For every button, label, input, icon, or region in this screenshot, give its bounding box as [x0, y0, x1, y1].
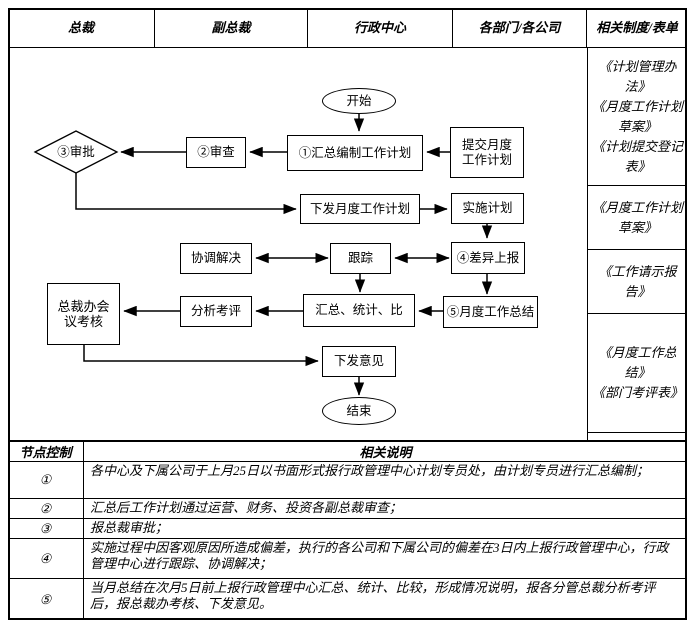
flow-node-issue-plan: 下发月度工作计划 — [300, 194, 420, 224]
flow-node-track: 跟踪 — [330, 243, 391, 274]
note-row-id: ① — [8, 462, 84, 499]
flow-node-compile-plan: ①汇总编制工作计划 — [287, 135, 423, 171]
flow-node-end: 结束 — [322, 397, 396, 425]
decision-diamond-approve — [33, 130, 119, 174]
note-row-text: 报总裁审批； — [84, 519, 687, 539]
lane-header-admin-center: 行政中心 — [308, 8, 453, 48]
note-row-id: ⑤ — [8, 579, 84, 620]
flow-node-implement-plan: 实施计划 — [451, 193, 524, 224]
flow-node-monthly-summary: ⑤月度工作总结 — [443, 296, 538, 328]
arrow-officereview-to-issueopinion — [83, 345, 319, 367]
docs-section-summary: 《月度工作总结》 《部门考评表》 — [588, 314, 687, 433]
note-row-text: 实施过程中因客观原因所造成偏差，执行的各公司和下属公司的偏差在3日内上报行政管理… — [84, 539, 687, 579]
doc-item: 《月度工作计划草案》 — [592, 199, 684, 235]
docs-section-work-request: 《工作请示报告》 — [588, 250, 687, 314]
flow-node-office-review: 总裁办会议考核 — [47, 283, 120, 345]
flow-node-submit-plan: 提交月度工作计划 — [450, 127, 524, 178]
flow-node-issue-opinion: 下发意见 — [322, 346, 396, 377]
note-row-id: ② — [8, 499, 84, 519]
doc-item: 《工作请示报告》 — [598, 263, 677, 299]
doc-item: 《计划提交登记表》 — [592, 138, 684, 174]
note-row-text: 各中心及下属公司于上月25日以书面形式报行政管理中心计划专员处，由计划专员进行汇… — [84, 462, 687, 499]
arrow-approve-to-issueplan — [75, 173, 297, 215]
node-control-table: 节点控制 相关说明 ① 各中心及下属公司于上月25日以书面形式报行政管理中心计划… — [8, 440, 687, 620]
doc-item: 《部门考评表》 — [592, 385, 684, 400]
swimlane-header: 总裁 副总裁 行政中心 各部门/各公司 相关制度/表单 — [8, 8, 687, 48]
notes-header-description: 相关说明 — [84, 442, 687, 462]
doc-item: 《月度工作总结》 — [598, 345, 677, 380]
notes-header-node-control: 节点控制 — [8, 442, 84, 462]
flow-node-analyze-evaluate: 分析考评 — [180, 296, 252, 327]
lane-header-departments: 各部门/各公司 — [453, 8, 587, 48]
flow-node-summarize: 汇总、统计、比 — [303, 294, 415, 327]
related-docs-column: 《计划管理办法》 《月度工作计划草案》 《计划提交登记表》 《月度工作计划草案》… — [587, 48, 687, 440]
note-row-text: 汇总后工作计划通过运营、财务、投资各副总裁审查； — [84, 499, 687, 519]
lane-header-vice-president: 副总裁 — [155, 8, 308, 48]
flow-node-diff-report: ④差异上报 — [451, 242, 525, 274]
docs-section-empty — [588, 433, 687, 440]
lane-header-president: 总裁 — [8, 8, 155, 48]
flow-node-start: 开始 — [322, 88, 396, 114]
note-row-id: ③ — [8, 519, 84, 539]
flow-node-review: ②审查 — [186, 137, 246, 168]
docs-section-plan-draft: 《月度工作计划草案》 — [588, 186, 687, 250]
lane-header-related-docs: 相关制度/表单 — [587, 8, 687, 48]
note-row-id: ④ — [8, 539, 84, 579]
doc-item: 《计划管理办法》 — [598, 58, 677, 94]
note-row-text: 当月总结在次月5日前上报行政管理中心汇总、统计、比较，形成情况说明，报各分管总裁… — [90, 580, 656, 611]
flow-node-approve-label: ③审批 — [57, 144, 95, 159]
docs-section-planning: 《计划管理办法》 《月度工作计划草案》 《计划提交登记表》 — [588, 48, 687, 186]
doc-item: 《月度工作计划草案》 — [592, 98, 684, 134]
flow-node-coordinate: 协调解决 — [180, 243, 252, 274]
